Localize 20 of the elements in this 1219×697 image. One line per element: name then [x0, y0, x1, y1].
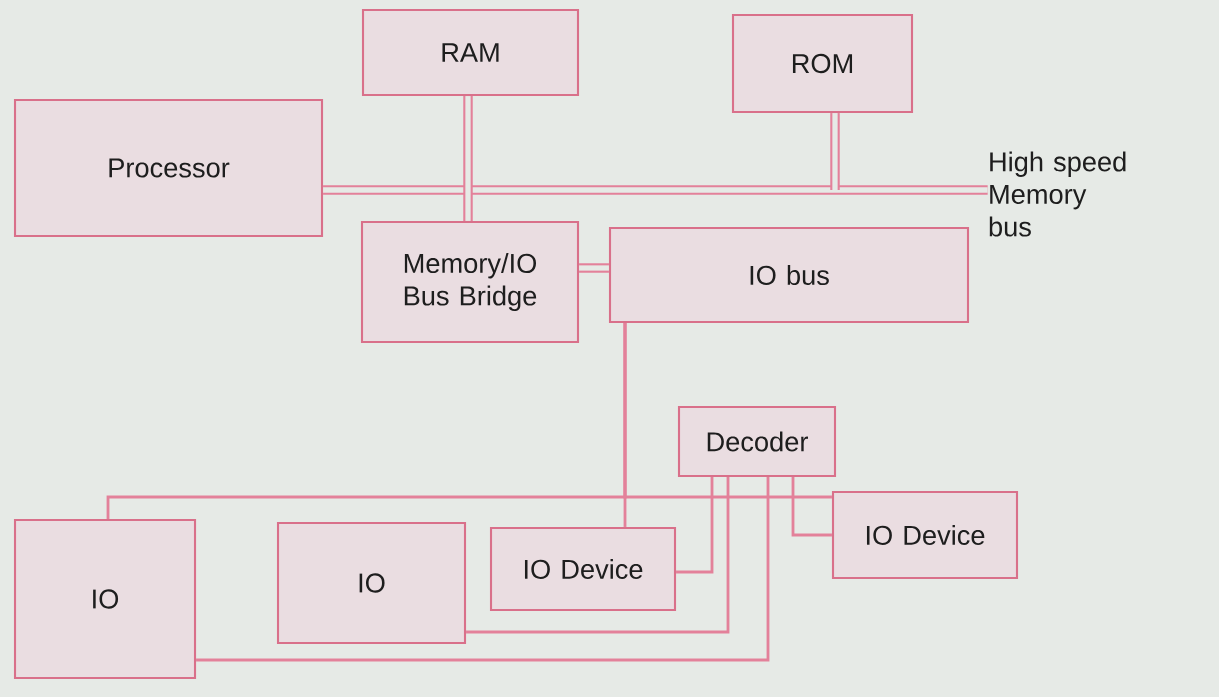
- component-box: IO bus: [608, 226, 970, 324]
- bus-line: [466, 477, 730, 634]
- component-box: ROM: [731, 13, 914, 114]
- component-box: IO Device: [831, 490, 1019, 580]
- bus-line: [830, 113, 840, 190]
- bus-line: [676, 477, 714, 574]
- component-box: RAM: [361, 8, 580, 97]
- bus-line: [196, 477, 770, 662]
- component-box: Decoder: [677, 405, 837, 478]
- bus-label: High speed Memory bus: [989, 151, 1126, 237]
- component-box: IO: [276, 521, 467, 645]
- component-box: IO Device: [489, 526, 677, 612]
- bus-line: [323, 185, 988, 195]
- bus-line: [791, 477, 832, 537]
- bus-line: [623, 323, 832, 499]
- component-box: IO: [13, 518, 197, 680]
- bus-line: [579, 263, 609, 273]
- bus-line: [463, 96, 473, 221]
- component-box: Processor: [13, 98, 324, 238]
- component-box: Memory/IO Bus Bridge: [360, 220, 580, 344]
